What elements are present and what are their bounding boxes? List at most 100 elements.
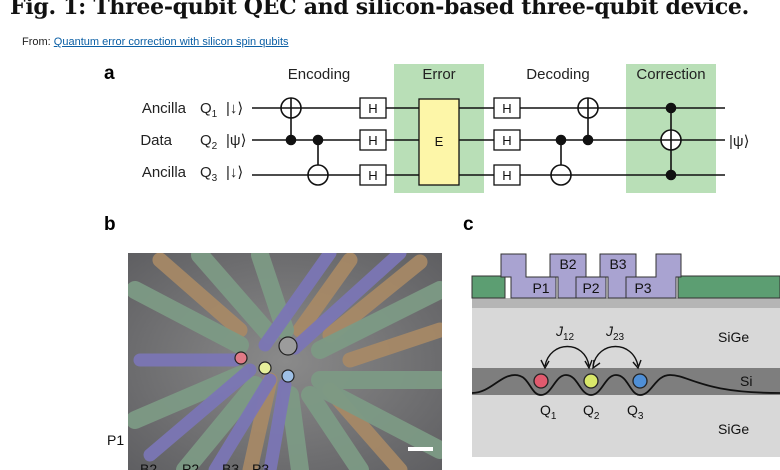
green-screen-gate-right: [677, 275, 780, 299]
sem-label-b3: B3: [222, 461, 239, 470]
label-b3: B3: [609, 256, 626, 272]
error-gate: [418, 98, 460, 186]
potential-profile: [471, 374, 780, 396]
row1-qubit-sub: 1: [212, 109, 218, 120]
h-gate-enc-q3: [359, 164, 387, 186]
plunger-gate-p3: [625, 253, 682, 299]
row3-input-ket: |↓⟩: [226, 164, 243, 181]
j23-arrowhead-left: [592, 359, 601, 370]
row1-input-ket: |↓⟩: [226, 100, 243, 117]
j12-arrowhead-left: [540, 359, 550, 370]
label-sige-bottom: SiGe: [718, 421, 749, 437]
j23-sub: 23: [613, 332, 625, 343]
q1-sub: 1: [551, 411, 557, 422]
row2-input-ket: |ψ⟩: [226, 132, 246, 149]
panel-c: c B2 B3 P1 P2 P3 SiGe Si SiGe: [463, 214, 780, 457]
sem-sensor-dot: [278, 336, 298, 356]
source-article-link[interactable]: Quantum error correction with silicon sp…: [53, 36, 289, 48]
figure-source: From: Quantum error correction with sili…: [22, 36, 289, 48]
row3-qubit-label: Q3: [200, 164, 218, 184]
q3-sub: 3: [638, 411, 644, 422]
j23-arrowhead-right: [632, 359, 642, 370]
source-prefix: From:: [22, 36, 54, 48]
coupling-label-j23: J23: [605, 323, 625, 343]
plunger-gate-p2: [575, 276, 607, 299]
j12-arrowhead-right: [584, 359, 593, 370]
h-gate-dec-q1: [493, 97, 521, 119]
j12-sub: 12: [563, 332, 575, 343]
sem-label-p1: P1: [107, 432, 124, 448]
label-p3: P3: [634, 280, 651, 296]
label-sige-top: SiGe: [718, 329, 749, 345]
label-si: Si: [740, 373, 752, 389]
qubit-label-q2: Q2: [583, 402, 600, 422]
row1-role-label: Ancilla: [142, 100, 187, 117]
sem-label-p2: P2: [182, 461, 199, 470]
oxide-layer: [472, 298, 780, 308]
q3-letter: Q: [627, 402, 638, 418]
h-gate-dec-q2: [493, 129, 521, 151]
sem-image: [128, 253, 442, 470]
row2-role-label: Data: [140, 132, 172, 149]
row1-qubit-letter: Q: [200, 100, 212, 117]
figure-title: Fig. 1: Three-qubit QEC and silicon-base…: [10, 0, 749, 20]
h-gate-enc-q2: [359, 129, 387, 151]
encoding-header: Encoding: [288, 66, 351, 83]
h-gate-dec-q3-label: H: [502, 168, 511, 183]
label-p2: P2: [582, 280, 599, 296]
sem-dot-q2: [258, 361, 272, 375]
qubit-dot-q1: [533, 373, 549, 389]
label-p1: P1: [532, 280, 549, 296]
decoding-header: Decoding: [526, 66, 589, 83]
h-gate-enc-q2-label: H: [368, 133, 377, 148]
q2-sub: 2: [594, 411, 600, 422]
qubit-dot-q3: [632, 373, 648, 389]
plunger-gate-p1: [500, 253, 557, 299]
output-ket: |ψ⟩: [729, 133, 749, 150]
panel-b: b: [104, 214, 442, 470]
qubit-label-q3: Q3: [627, 402, 644, 422]
panel-b-letter: b: [104, 214, 116, 235]
coupling-label-j12: J12: [555, 323, 575, 343]
panel-a: a Encoding Error Decoding Correction Anc…: [104, 63, 749, 193]
row2-qubit-label: Q2: [200, 132, 218, 152]
encoding-cnot-q2-q1: [280, 97, 302, 146]
row3-qubit-letter: Q: [200, 164, 212, 181]
row3-qubit-sub: 3: [212, 173, 218, 184]
encoding-cnot-q2-q3: [307, 134, 329, 186]
qubit-dot-q2: [583, 373, 599, 389]
scale-bar: [408, 447, 433, 451]
sem-label-p3: P3: [252, 461, 269, 470]
h-gate-enc-q3-label: H: [368, 168, 377, 183]
sem-dot-q3: [281, 369, 295, 383]
row2-qubit-letter: Q: [200, 132, 212, 149]
decoding-cnot-q2-q1: [577, 97, 599, 146]
row3-role-label: Ancilla: [142, 164, 187, 181]
encoding-h-gates: H H H: [359, 97, 387, 186]
row2-qubit-sub: 2: [212, 141, 218, 152]
h-gate-enc-q1-label: H: [368, 101, 377, 116]
sige-bottom-layer: [472, 395, 780, 457]
coupling-arrow-j23: [592, 345, 639, 367]
j12-letter: J: [555, 323, 564, 339]
qubit-label-q1: Q1: [540, 402, 557, 422]
green-screen-gate-left: [471, 275, 506, 299]
qubit-wires: [252, 107, 725, 176]
coupling-arrows: [540, 345, 642, 370]
h-gate-dec-q1-label: H: [502, 101, 511, 116]
decoding-cnot-q2-q3: [550, 134, 572, 186]
row1-qubit-label: Q1: [200, 100, 218, 120]
error-gate-label: E: [435, 134, 444, 149]
error-header: Error: [422, 66, 455, 83]
sige-top-layer: [472, 308, 780, 368]
sem-dot-q1: [234, 351, 248, 365]
coupling-arrow-j12: [544, 345, 590, 367]
panel-c-letter: c: [463, 214, 474, 235]
j23-letter: J: [605, 323, 614, 339]
h-gate-enc-q1: [359, 97, 387, 119]
h-gate-dec-q3: [493, 164, 521, 186]
q2-letter: Q: [583, 402, 594, 418]
panel-a-letter: a: [104, 63, 115, 84]
toffoli-correction-gate: [660, 102, 682, 181]
